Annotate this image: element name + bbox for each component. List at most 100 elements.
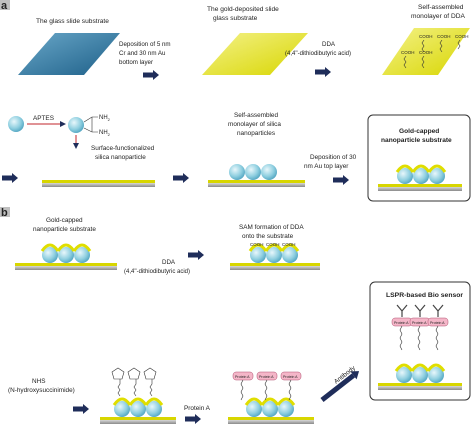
gold-bottom-layer-3 [378,184,462,187]
b-np-2b [266,247,282,263]
b-substrate-3 [100,420,176,424]
b-substrate-4 [228,420,314,424]
lspr-np-a [396,367,412,383]
substrate-1 [42,183,155,187]
b-np-3c [146,401,162,417]
arrow-a2 [315,67,331,77]
svg-text:COOH: COOH [401,50,415,55]
b-gold-bottom-4 [228,417,314,420]
gold-slide-title-1: The gold-deposited slide [207,6,279,13]
svg-text:COOH: COOH [250,242,264,247]
gold-bottom-layer-2 [208,180,305,183]
nh2-top: NH2 [99,115,111,122]
nh2-bottom: NH2 [99,130,111,137]
surface-np-2: silica nanoparticle [95,154,146,161]
functionalized-np [68,117,84,133]
svg-text:COOH: COOH [419,34,433,39]
svg-text:Protein A: Protein A [259,375,274,379]
arrow-a4 [173,173,189,183]
sam-dda-title-2: monolayer of DDA [411,13,465,20]
b-gold-bottom-1 [15,263,117,266]
substrate-2 [208,183,305,187]
deposition-line-2: Cr and 30 nm Au [119,50,166,57]
svg-text:COOH: COOH [437,34,451,39]
b-np-3b [130,401,146,417]
b-np-1a [42,247,58,263]
panel-a-label: a [1,0,8,12]
gold-bottom-layer-1 [42,180,155,183]
b-gold-caps-3 [112,397,164,406]
arrow-b3 [185,414,201,424]
sam-silica-3: nanoparticles [237,130,275,137]
deposition-top-1: Deposition of 30 [310,154,357,161]
np-2c [261,164,277,180]
b-substrate-2 [230,266,320,270]
lspr-np-b [412,367,428,383]
cooh-group-a: COOH COOH COOH COOH COOH [401,34,469,55]
svg-text:Protein A: Protein A [412,321,427,325]
b-gold-bottom-3 [100,417,176,420]
aptes-label: APTES [33,115,54,122]
b-np-4a [246,401,262,417]
deposition-top-2: nm Au top layer [304,163,349,170]
dda-label-a: DDA [322,41,336,48]
b-substrate-1 [15,266,117,270]
gold-slide [202,33,308,75]
lspr-title: LSPR-based Bio sensor [386,292,463,299]
arrow-b2 [73,404,89,414]
antibody-arrow [320,371,360,402]
b-gold-caps-1 [40,243,92,252]
svg-text:COOH: COOH [455,34,469,39]
np-3a [397,168,413,184]
panel-a-label-bg [0,0,10,10]
arrow-a1 [143,70,159,80]
lspr-gold-caps [394,363,446,372]
lspr-protein-a-labels: Protein A Protein A Protein A [394,321,445,325]
dda-full-a: (4,4''-dithiodibutyric acid) [285,51,351,57]
dda-chains-a [403,39,461,69]
b-gold-capped-1: Gold-capped [46,217,83,224]
b-np-2a [250,247,266,263]
lspr-box [369,281,471,401]
silica-np [8,116,24,132]
lspr-substrate [378,386,462,390]
sam-silica-1: Self-assembled [234,112,278,119]
panel-b-label: b [1,207,8,219]
b-np-1c [74,247,90,263]
substrate-3 [378,187,462,191]
nhs-label: NHS [32,378,46,385]
b-gold-bottom-2 [230,263,320,266]
gold-capped-title-2: nanoparticle substrate [381,137,452,144]
surface-np-1: Surface-functionalized [91,145,155,152]
nhs-rings [111,367,157,397]
antibody-ys [396,304,444,317]
svg-text:Protein A: Protein A [430,321,445,325]
b-dda-full: (4,4''-dithiodibutyric acid) [124,269,190,275]
svg-text:Protein A: Protein A [283,375,298,379]
svg-text:Protein A: Protein A [235,375,250,379]
arrow-b1 [188,250,204,260]
protein-linkers [240,379,292,401]
sam-gold-slide [382,28,470,75]
gold-caps-3 [395,164,447,173]
gold-capped-box [367,114,471,202]
b-np-1b [58,247,74,263]
np-3c [429,168,445,184]
b-sam-dda-1: SAM formation of DDA [239,224,304,231]
b-np-3a [114,401,130,417]
svg-text:Protein A: Protein A [394,321,409,325]
deposition-line-1: Deposition of 5 nm [119,41,171,48]
svg-text:COOH: COOH [266,242,280,247]
aptes-linkers [83,116,98,133]
np-3b [413,168,429,184]
arrow-a3 [2,173,18,183]
nhs-full: (N-hydroxysuccinimide) [8,387,75,394]
b-dda-label: DDA [162,259,176,266]
glass-slide [18,33,120,75]
svg-text:COOH: COOH [282,242,296,247]
arrow-a5 [333,175,349,185]
b-gold-caps-4 [244,397,296,406]
b-gold-caps-2 [248,243,300,252]
b-sam-dda-2: onto the substrate [242,233,294,240]
